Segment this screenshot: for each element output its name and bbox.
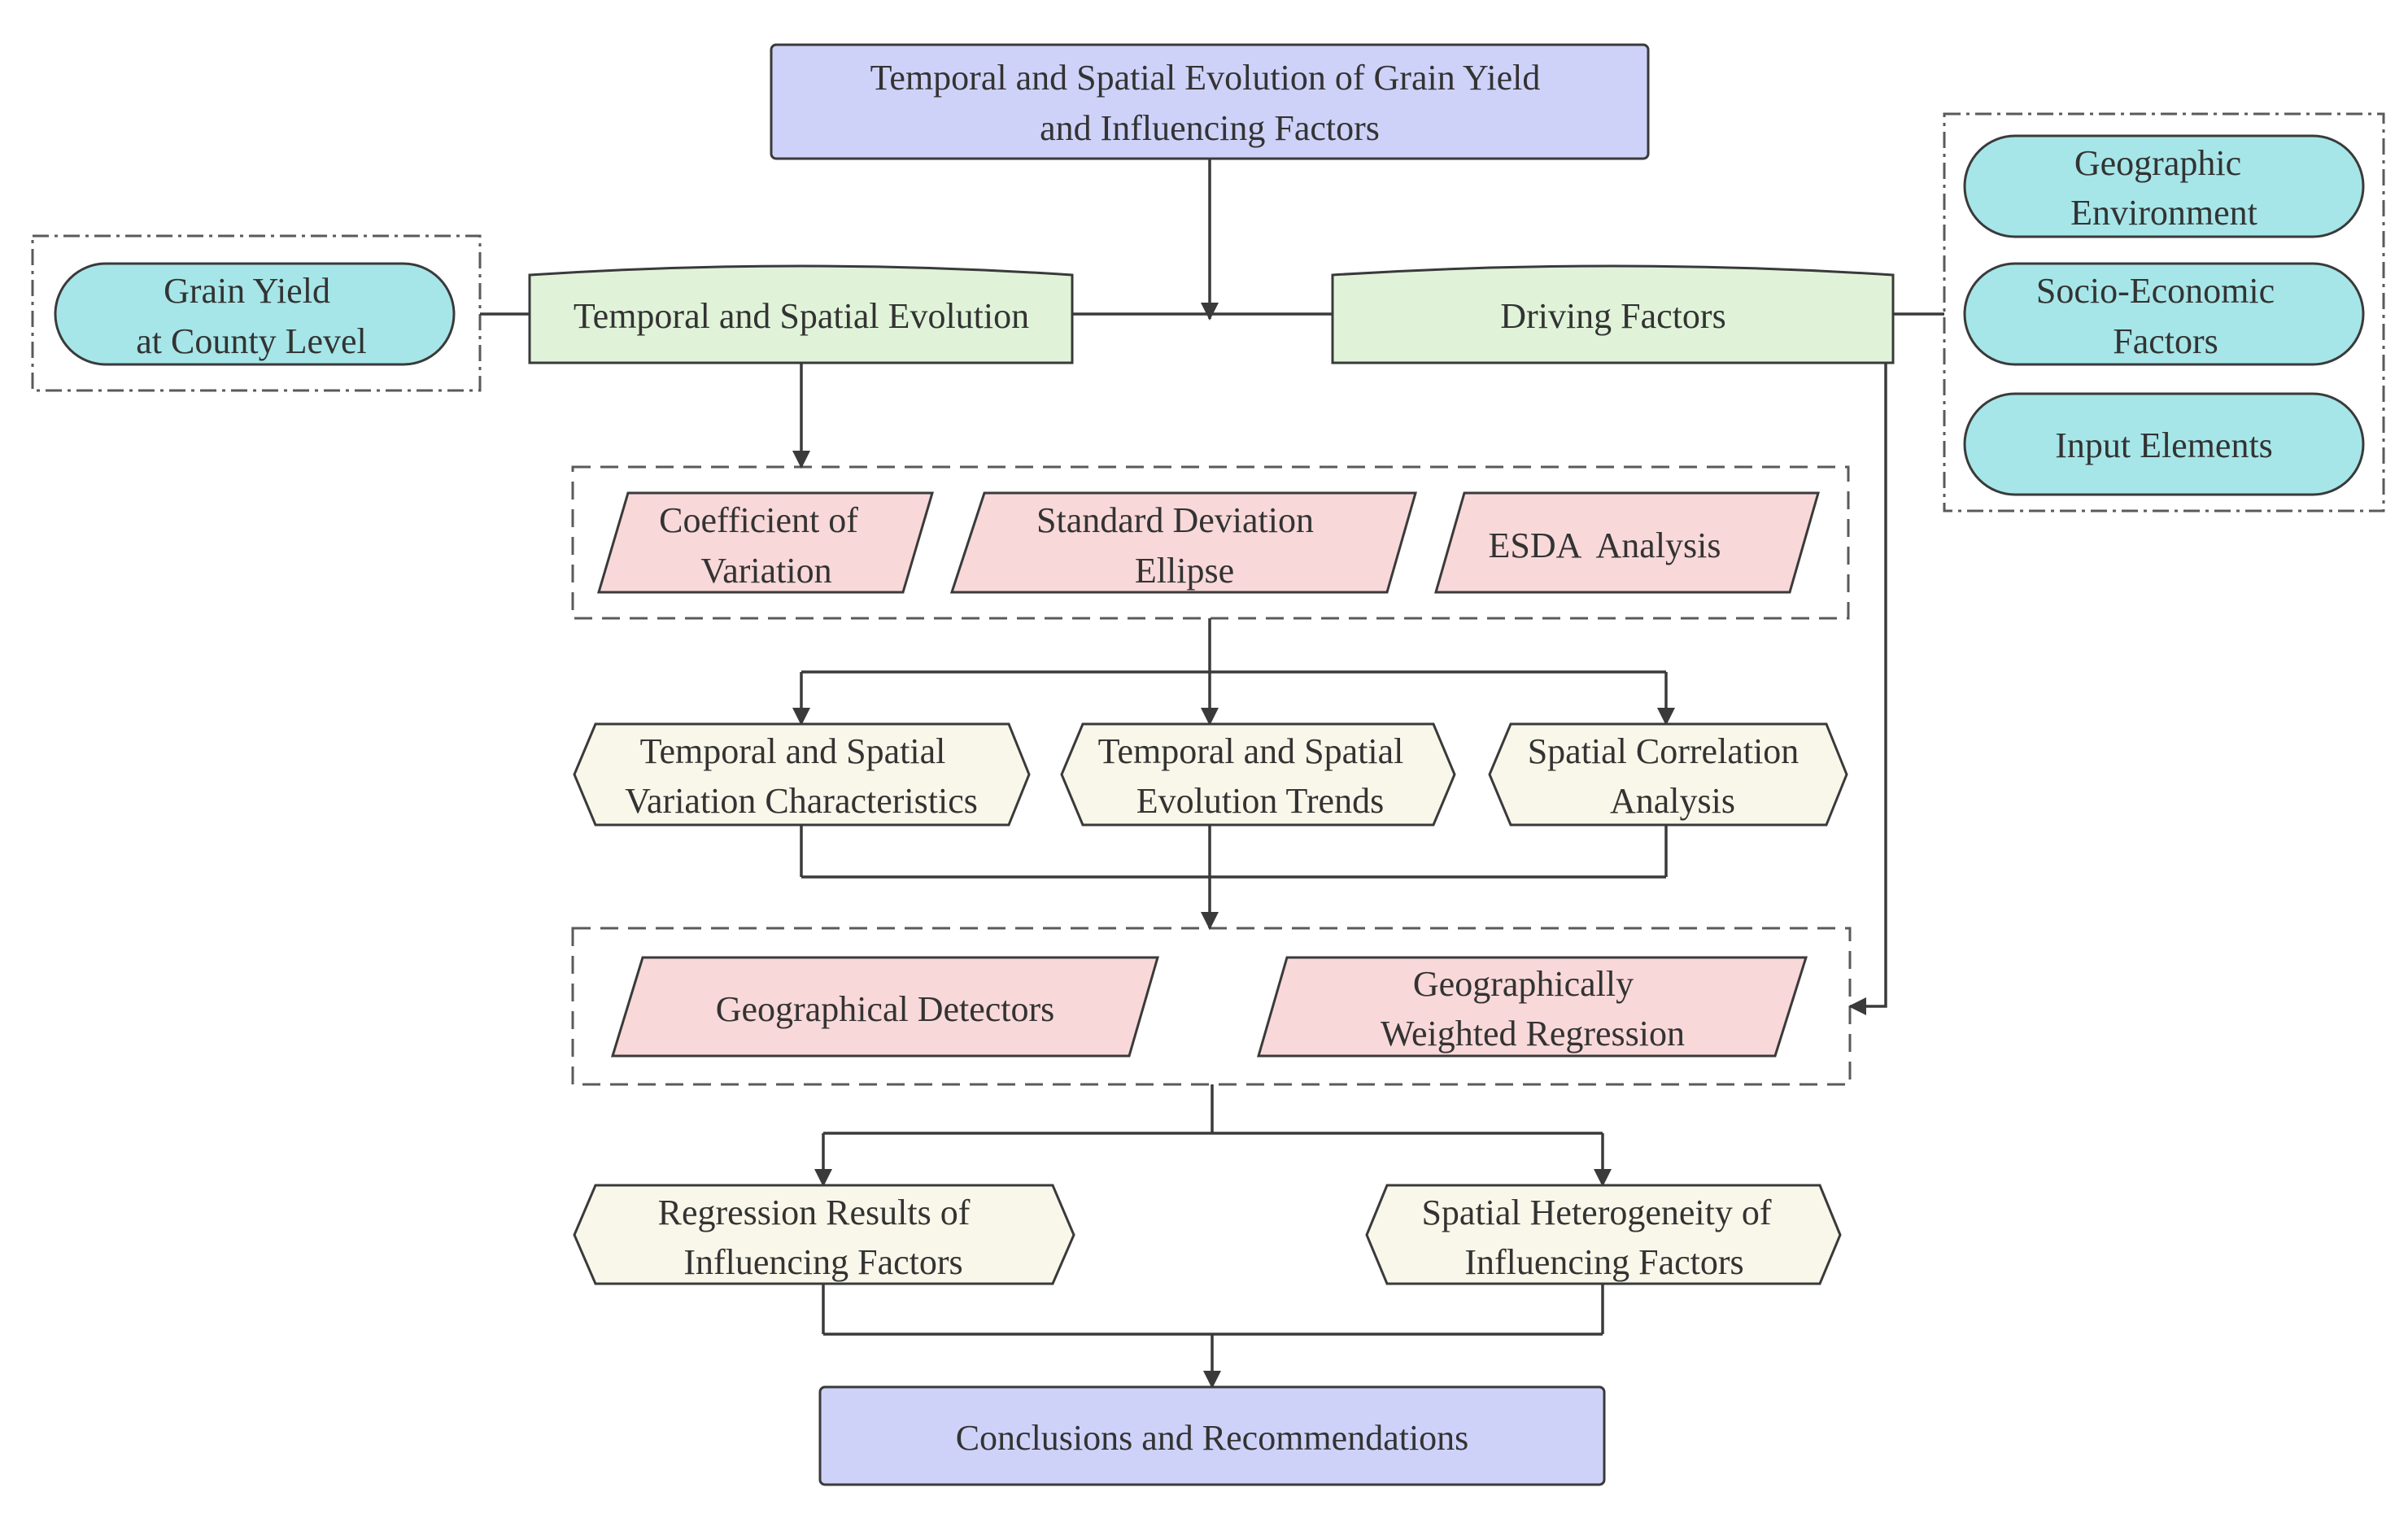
standard-deviation-ellipse-box (949, 491, 1417, 594)
evolution-trends-box (1060, 722, 1456, 827)
spatial-correlation-analysis-label: Spatial Correlation Analysis (1528, 731, 1808, 821)
driving-factors-group-box (1943, 112, 2385, 513)
conclusions-label: Conclusions and Recommendations (956, 1418, 1469, 1458)
group-containers (31, 112, 2385, 1086)
geographical-detectors-box (610, 956, 1159, 1058)
input-elements-box (1963, 392, 2365, 496)
main-title-label: Temporal and Spatial Evolution of Grain … (870, 58, 1550, 148)
evolution-trends-label: Temporal and Spatial Evolution Trends (1098, 731, 1413, 821)
variation-characteristics-label: Temporal and Spatial Variation Character… (625, 731, 978, 821)
connector-driving-to-factor-methods (1848, 363, 1887, 1015)
connectors (480, 159, 1944, 1389)
conclusions-box (818, 1385, 1606, 1486)
spatial-correlation-analysis-box (1488, 722, 1848, 827)
coefficient-of-variation-box (596, 491, 935, 594)
temporal-spatial-evolution-label: Temporal and Spatial Evolution (574, 296, 1029, 336)
variation-characteristics-box (573, 722, 1031, 827)
grain-yield-county-box (54, 262, 456, 366)
esda-analysis-box (1434, 491, 1820, 594)
node-shapes (54, 43, 2365, 1486)
geographic-environment-label: Geographic Environment (2070, 143, 2258, 233)
spatial-heterogeneity-label: Spatial Heterogeneity of Influencing Fac… (1421, 1193, 1780, 1282)
driving-factors-box (1331, 264, 1895, 364)
input-elements-label: Input Elements (2055, 425, 2273, 465)
regression-results-label: Regression Results of Influencing Factor… (658, 1193, 979, 1282)
geographic-environment-box (1963, 134, 2365, 238)
geographical-detectors-label: Geographical Detectors (716, 989, 1055, 1029)
spatial-heterogeneity-box (1365, 1184, 1842, 1285)
temporal-spatial-evolution-box (528, 264, 1074, 364)
geographically-weighted-regression-box (1257, 956, 1808, 1058)
driving-factors-label: Driving Factors (1500, 296, 1725, 336)
socio-economic-factors-label: Socio-Economic Factors (2036, 271, 2284, 361)
geographically-weighted-regression-label: Geographically Weighted Regression (1381, 964, 1685, 1053)
esda-analysis-label: ESDA Analysis (0, 0, 1766, 565)
regression-results-box (573, 1184, 1075, 1285)
node-labels: Temporal and Spatial Evolution of Grain … (0, 0, 2284, 1458)
grain-yield-group-box (31, 234, 482, 392)
standard-deviation-ellipse-label: Standard Deviation Ellipse (1036, 500, 1323, 591)
coefficient-of-variation-label: Coefficient of Variation (659, 500, 867, 591)
main-title-box (770, 43, 1650, 160)
socio-economic-factors-box (1963, 262, 2365, 366)
grain-yield-county-label: Grain Yield at County Level (136, 271, 367, 361)
